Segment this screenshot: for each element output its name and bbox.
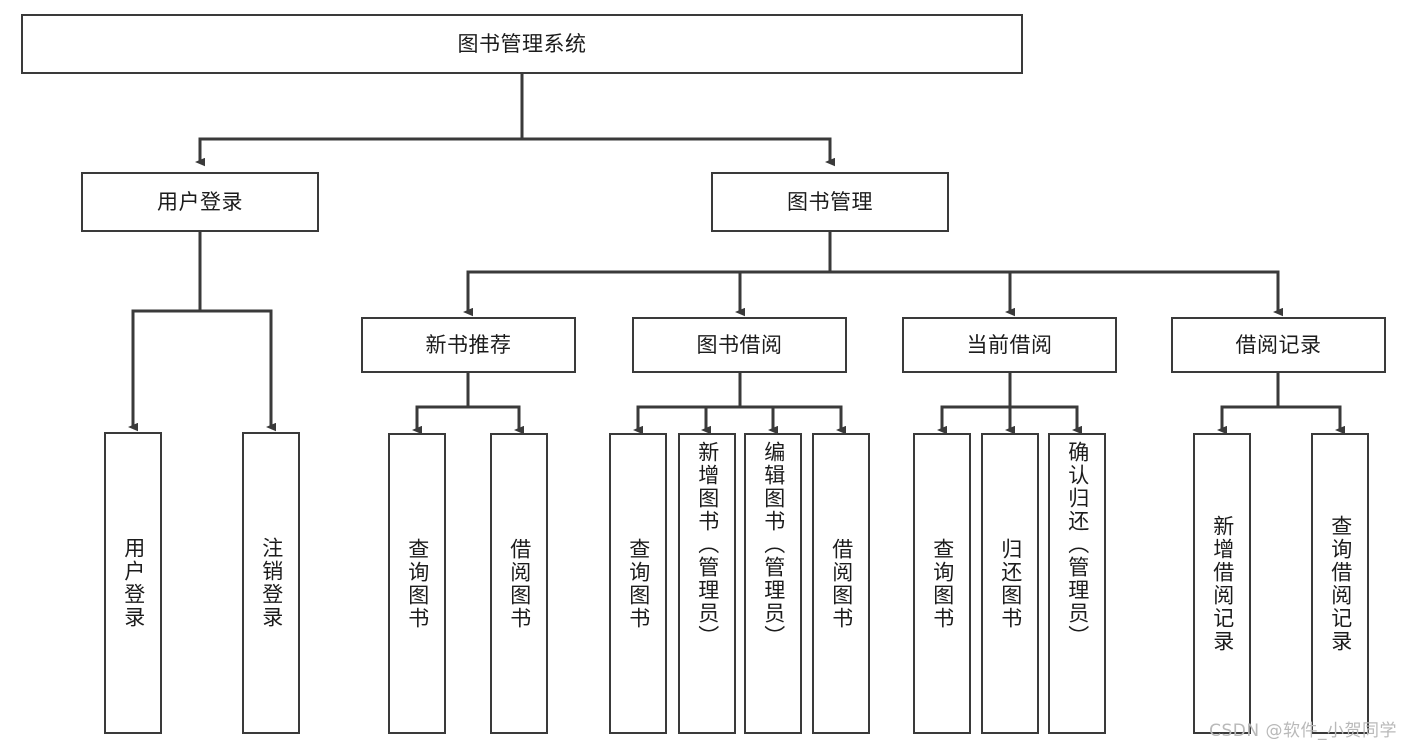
node-label: 查询借阅记录 xyxy=(1328,514,1353,653)
leaf-new-book-query-book[interactable]: 查询图书 xyxy=(388,433,446,734)
node-label: 新书推荐 xyxy=(425,332,512,357)
node-label: 归还图书 xyxy=(998,537,1023,630)
node-label: 编辑图书（管理员） xyxy=(761,441,786,648)
node-label: 新增图书（管理员） xyxy=(695,441,720,648)
node-label: 用户登录 xyxy=(121,537,146,629)
node-label: 借阅图书 xyxy=(507,537,532,630)
leaf-user-login-login[interactable]: 用户登录 xyxy=(104,432,162,734)
node-label: 查询图书 xyxy=(626,537,651,630)
leaf-book-borrow-query-book[interactable]: 查询图书 xyxy=(609,433,667,734)
node-label: 借阅记录 xyxy=(1235,332,1322,357)
node-book-management[interactable]: 图书管理 xyxy=(711,172,949,232)
node-label: 注销登录 xyxy=(259,537,284,629)
leaf-borrow-records-add-record[interactable]: 新增借阅记录 xyxy=(1193,433,1251,734)
node-new-book-recommend[interactable]: 新书推荐 xyxy=(361,317,576,373)
node-label: 新增借阅记录 xyxy=(1210,514,1235,653)
node-current-borrow[interactable]: 当前借阅 xyxy=(902,317,1117,373)
node-root-book-management-system[interactable]: 图书管理系统 xyxy=(21,14,1023,74)
node-label: 查询图书 xyxy=(930,537,955,630)
leaf-current-borrow-query-book[interactable]: 查询图书 xyxy=(913,433,971,734)
leaf-book-borrow-add-book-admin[interactable]: 新增图书（管理员） xyxy=(678,433,736,734)
node-label: 用户登录 xyxy=(157,189,243,214)
node-label: 图书管理系统 xyxy=(457,31,587,56)
leaf-current-borrow-confirm-return-admin[interactable]: 确认归还（管理员） xyxy=(1048,433,1106,734)
node-label: 图书借阅 xyxy=(696,332,783,357)
node-label: 当前借阅 xyxy=(966,332,1053,357)
leaf-borrow-records-query-record[interactable]: 查询借阅记录 xyxy=(1311,433,1369,734)
leaf-new-book-borrow-book[interactable]: 借阅图书 xyxy=(490,433,548,734)
leaf-book-borrow-borrow-book[interactable]: 借阅图书 xyxy=(812,433,870,734)
node-user-login[interactable]: 用户登录 xyxy=(81,172,319,232)
node-label: 图书管理 xyxy=(787,189,873,214)
node-label: 确认归还（管理员） xyxy=(1065,441,1090,648)
node-book-borrow[interactable]: 图书借阅 xyxy=(632,317,847,373)
csdn-watermark: CSDN @软件_小贺同学 xyxy=(1209,721,1397,741)
leaf-current-borrow-return-book[interactable]: 归还图书 xyxy=(981,433,1039,734)
leaf-book-borrow-edit-book-admin[interactable]: 编辑图书（管理员） xyxy=(744,433,802,734)
node-label: 查询图书 xyxy=(405,537,430,630)
node-label: 借阅图书 xyxy=(829,537,854,630)
leaf-user-login-logout[interactable]: 注销登录 xyxy=(242,432,300,734)
node-borrow-records[interactable]: 借阅记录 xyxy=(1171,317,1386,373)
